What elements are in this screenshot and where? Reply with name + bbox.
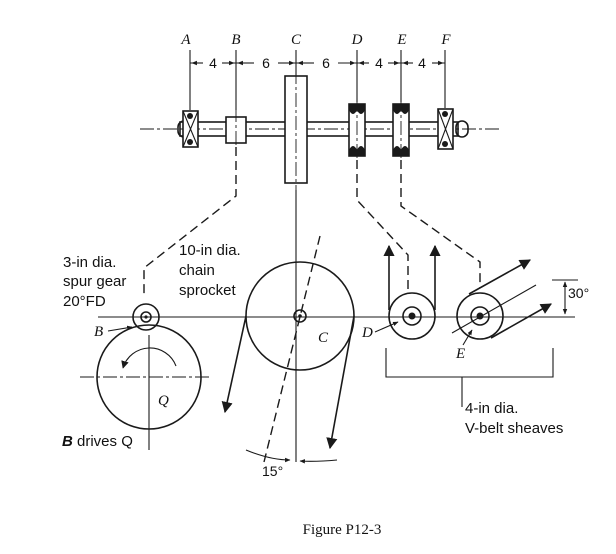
sheave-e-side — [392, 98, 410, 162]
spur-gear-line3: 20°FD — [63, 293, 106, 310]
sheave-d-side — [348, 98, 366, 162]
sheave-e-end — [456, 292, 504, 340]
chain-angle: 15° — [262, 463, 283, 479]
shaft-side-view — [140, 70, 500, 190]
label-e: E — [396, 32, 406, 48]
label-b: B — [231, 32, 240, 48]
sheave-d-end — [388, 292, 436, 340]
spacing-de: 4 — [375, 55, 383, 71]
label-a: A — [180, 32, 191, 48]
sprocket-line1: 10-in dia. — [179, 242, 241, 259]
drive-note-b: B — [62, 433, 73, 450]
sprocket-c-ref: C — [318, 330, 329, 346]
gear-b-ref: B — [94, 324, 103, 340]
sheaves-line1: 4-in dia. — [465, 400, 518, 417]
label-f: F — [440, 32, 451, 48]
sheaves-line2: V-belt sheaves — [465, 420, 563, 437]
bearing-position-labels: A B C D E F — [180, 32, 451, 48]
sheaves-group: D E 30° 4-in dia. V-belt sheaves — [361, 244, 589, 437]
projection-leaders — [143, 147, 481, 300]
bearing-a — [182, 110, 199, 148]
drive-note: B drives Q — [62, 433, 133, 450]
label-c: C — [291, 32, 302, 48]
spacing-bc: 6 — [262, 55, 270, 71]
sprocket-line2: chain — [179, 262, 215, 279]
bearing-f — [437, 108, 454, 150]
gear-q-label: Q — [158, 393, 169, 409]
gear-b-end — [132, 303, 160, 331]
figure-caption: Figure P12-3 — [303, 522, 382, 538]
spur-gear-line1: 3-in dia. — [63, 254, 116, 271]
dimension-line: 4 6 6 4 4 — [190, 55, 445, 71]
sheave-d-ref: D — [361, 325, 373, 341]
extension-lines — [189, 50, 446, 110]
spacing-ab: 4 — [209, 55, 217, 71]
spacing-cd: 6 — [322, 55, 330, 71]
drive-note-rest: drives Q — [73, 433, 133, 450]
sprocket-line3: sprocket — [179, 282, 237, 299]
sprocket-group: C 15° 10-in dia. chain sprocket — [179, 235, 355, 479]
spur-gear-group: Q B 3-in dia. spur gear 20°FD B drives Q — [62, 254, 210, 450]
spur-gear-line2: spur gear — [63, 273, 126, 290]
sheave-e-ref: E — [455, 346, 465, 362]
belt-angle: 30° — [568, 285, 589, 301]
label-d: D — [351, 32, 363, 48]
spacing-ef: 4 — [418, 55, 426, 71]
